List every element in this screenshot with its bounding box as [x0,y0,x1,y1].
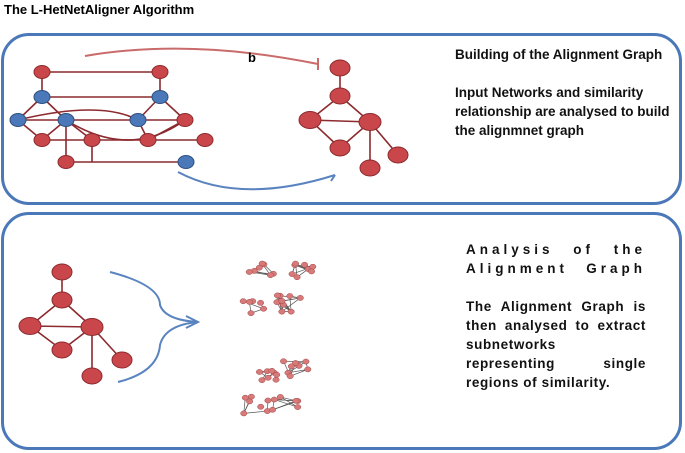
alignment-graph-edges [309,68,399,168]
cluster-node [292,260,299,267]
panel2-body: The Alignment Graph is then analysed to … [466,299,646,390]
cluster-edge [274,399,298,408]
input-networks-edges [17,71,205,163]
cluster-node [293,274,301,281]
cluster-edge [272,400,297,411]
cluster-node [260,305,268,312]
cluster-node [301,261,309,268]
cluster-node [246,299,253,305]
arrow-blue-merge-head [185,315,201,329]
panel1-body: Input Networks and similarity relationsh… [455,85,670,138]
cluster-node [309,263,317,270]
cluster-node [292,397,300,404]
cluster-node [264,397,272,404]
panel2-text: Analysis of the Alignment Graph The Alig… [466,240,646,392]
cluster-node [280,358,288,365]
subnetwork-clusters [239,260,317,417]
cluster-node [272,376,280,383]
arrow-blue-merge-bottom [117,321,199,383]
cluster-node [268,367,276,374]
cluster-edge [281,297,301,312]
cluster-node [246,398,254,405]
panel1-heading: Building of the Alignment Graph [455,47,663,62]
cluster-node [257,403,265,410]
cluster-node [269,406,277,413]
cluster-node [258,377,266,383]
cluster-node [255,264,263,271]
cluster-node [241,394,249,401]
panel-alignment-graph-building [1,33,682,205]
panel1-text: Building of the Alignment Graph Input Ne… [455,45,675,140]
cluster-node [278,298,286,304]
analysis-graph-nodes [18,263,133,385]
cluster-node [278,308,286,315]
cluster-node [287,308,295,315]
diagram-title: The L-HetNetAligner Algorithm [4,2,195,17]
cluster-node [256,369,263,375]
label-b: b [248,50,256,65]
cluster-node [288,271,296,277]
cluster-node [266,272,274,278]
cluster-node [239,298,247,305]
cluster-node [308,268,315,275]
cluster-edge [274,399,296,402]
cluster-node [304,366,312,373]
cluster-node [294,404,302,410]
cluster-node [292,360,299,366]
cluster-node [274,292,281,299]
cluster-node [240,410,248,417]
analysis-graph-edges [29,272,123,375]
cluster-node [286,373,294,380]
input-networks-nodes [9,65,214,169]
cluster-node [247,393,255,400]
cluster-node [302,358,310,365]
arrow-blue-bottom [177,171,336,191]
panel-alignment-graph-analysis [1,212,682,450]
cluster-node [296,295,304,301]
panel2-heading: Analysis of the Alignment Graph [466,242,646,276]
cluster-node [245,269,253,275]
arrow-red-top [84,47,319,65]
arrow-blue-bottom-head [330,174,336,182]
cluster-node [257,299,265,306]
arrow-blue-merge-top [109,271,199,323]
cluster-node [264,374,272,381]
alignment-graph-nodes [298,59,409,177]
cluster-node [270,396,278,403]
cluster-edge [243,410,268,414]
cluster-node [247,310,255,316]
cluster-node [276,394,284,400]
cluster-node [286,293,294,299]
cluster-node [273,371,281,378]
